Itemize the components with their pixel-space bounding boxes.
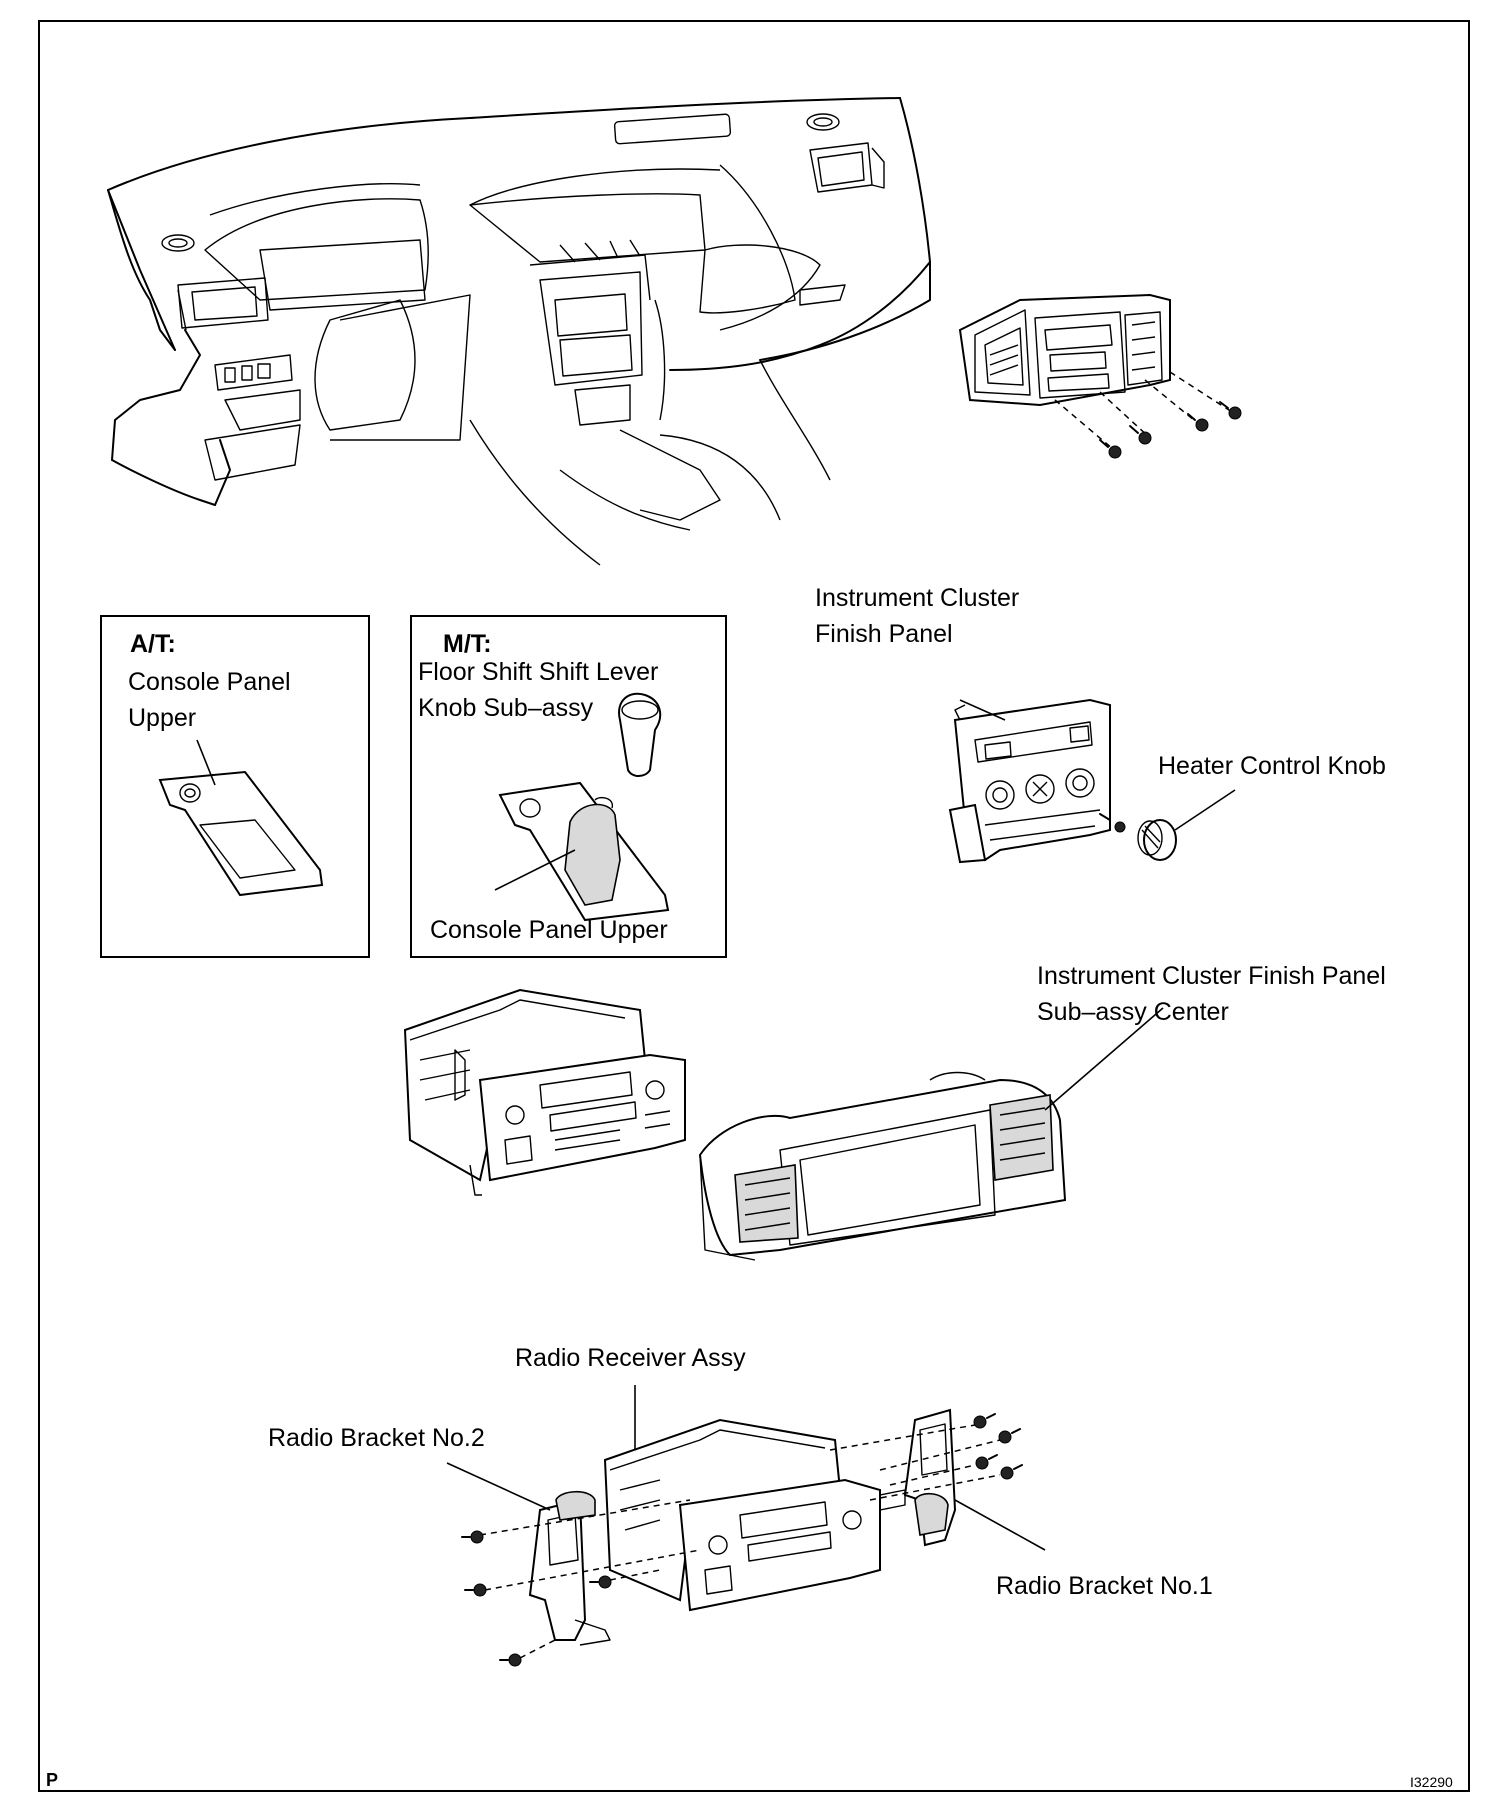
- radio-receiver-bottom: [603, 1385, 881, 1612]
- diagram-frame: [38, 20, 1470, 1792]
- corner-letter: P: [46, 1770, 59, 1790]
- finish-panel-center-label-2: Sub–assy Center: [1037, 998, 1229, 1026]
- mt-shift-knob: [618, 692, 662, 777]
- instrument-cluster-finish-panel: [948, 698, 1111, 864]
- mt-title: M/T:: [443, 630, 492, 658]
- at-console-panel-upper: [158, 739, 324, 897]
- radio-bracket-no2-label: Radio Bracket No.2: [268, 1424, 485, 1452]
- heater-control-knob-label: Heater Control Knob: [1158, 752, 1386, 780]
- mt-console-panel-label: Console Panel Upper: [430, 916, 668, 944]
- instrument-cluster-label-1: Instrument Cluster: [815, 584, 1020, 612]
- mt-shift-knob-label-1: Floor Shift Shift Lever: [418, 658, 659, 686]
- finish-panel-sub-assy-center: [698, 1007, 1164, 1261]
- at-console-panel-label-2: Upper: [128, 704, 197, 732]
- radio-panel-assembly-top: [958, 293, 1242, 459]
- heater-control-knob: [1099, 789, 1236, 861]
- radio-receiver-middle: [403, 988, 686, 1196]
- radio-bracket-no1-label: Radio Bracket No.1: [996, 1572, 1213, 1600]
- finish-panel-center-label-1: Instrument Cluster Finish Panel: [1037, 962, 1386, 990]
- radio-receiver-label: Radio Receiver Assy: [515, 1344, 746, 1372]
- at-console-panel-label-1: Console Panel: [128, 668, 291, 696]
- instrument-cluster-label-2: Finish Panel: [815, 620, 953, 648]
- mt-shift-knob-label-2: Knob Sub–assy: [418, 694, 594, 722]
- mt-inset-box: [410, 615, 727, 958]
- radio-bracket-no2: [446, 1462, 701, 1667]
- dashboard-illustration: [107, 97, 931, 566]
- mt-console-panel-upper: [494, 781, 670, 922]
- at-title: A/T:: [130, 630, 176, 658]
- at-inset-box: [100, 615, 370, 958]
- figure-code: I32290: [1410, 1774, 1453, 1790]
- radio-bracket-no1: [829, 1408, 1046, 1551]
